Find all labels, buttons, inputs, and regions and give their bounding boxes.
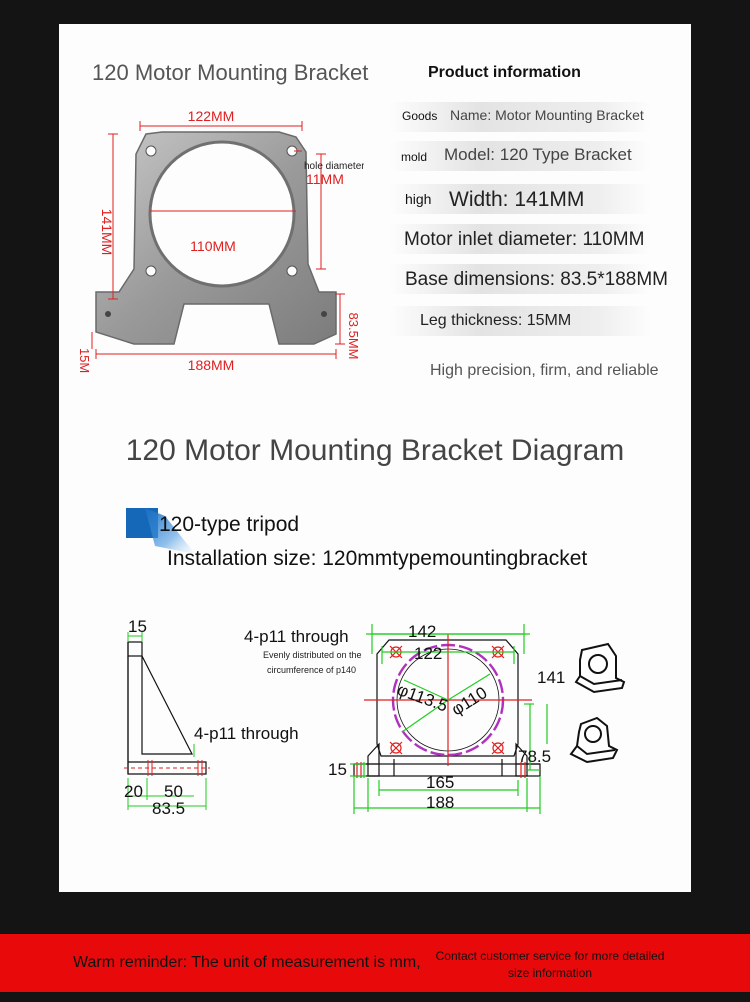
footer-reminder: Warm reminder: The unit of measurement i… [73, 954, 421, 971]
info-row-leg [389, 306, 651, 336]
info-row-mold [389, 141, 651, 171]
front-dim-15: 15 [328, 760, 347, 779]
side-view-drawing: 15 20 50 83.5 [124, 617, 210, 814]
tripod-heading: 120-type tripod [159, 513, 300, 536]
product-card: 120 Motor Mounting Bracket [59, 24, 691, 892]
slogan: High precision, firm, and reliable [430, 362, 659, 379]
front-note-2: circumference of p140 [267, 665, 357, 675]
base-value: Base dimensions: 83.5*188MM [405, 269, 668, 290]
dim-leg: 15MM [77, 348, 92, 374]
side-through-label: 4-p11 through [194, 724, 299, 743]
diagram-title: 120 Motor Mounting Bracket Diagram [125, 434, 625, 467]
info-row-inlet [389, 224, 651, 254]
front-dim-785: 78.5 [518, 747, 551, 766]
front-dim-122: 122 [414, 644, 442, 663]
front-view-drawing: 142 122 φ113.5 φ110 78.5 15 165 188 [328, 622, 551, 814]
bracket-photo: 122MM hole diameter 11MM 141MM 110MM 83.… [77, 108, 364, 374]
leg-value: Leg thickness: 15MM [420, 312, 572, 329]
bracket-3d-bottom [569, 716, 619, 764]
footer-contact: Contact customer service for more detail… [435, 949, 665, 980]
goods-label: Goods [402, 109, 438, 123]
hole-value: 11MM [306, 171, 344, 187]
dim-left: 141MM [99, 209, 115, 256]
front-phi113: φ113.5 [395, 680, 451, 716]
front-dim-142: 142 [408, 622, 436, 641]
mold-value: Model: 120 Type Bracket [444, 145, 632, 164]
install-size: Installation size: 120mmtypemountingbrac… [167, 547, 588, 570]
bracket-3d-top [574, 642, 626, 694]
page-title: 120 Motor Mounting Bracket [92, 60, 369, 85]
front-dim-141: 141 [537, 668, 566, 687]
front-phi110: φ110 [448, 683, 490, 719]
dim-inner: 110MM [190, 238, 236, 254]
footer-bar: Warm reminder: The unit of measurement i… [0, 934, 750, 992]
info-row-base [389, 264, 651, 294]
side-dim-b2: 50 [164, 782, 183, 801]
goods-value: Name: Motor Mounting Bracket [450, 107, 644, 123]
dim-top: 122MM [188, 108, 235, 124]
front-dim-165: 165 [426, 773, 454, 792]
dim-bottom: 188MM [188, 357, 235, 373]
hole-label: hole diameter [304, 161, 364, 172]
dim-right: 83.5MM [346, 313, 361, 360]
front-dim-188: 188 [426, 793, 454, 812]
info-row-high [389, 184, 651, 214]
high-value: Width: 141MM [449, 188, 585, 211]
high-label: high [405, 191, 432, 207]
product-info-heading: Product information [428, 64, 581, 81]
info-row-goods [389, 102, 651, 132]
front-through-label: 4-p11 through [244, 627, 349, 646]
front-note-1: Evenly distributed on the [263, 650, 362, 660]
side-dim-b1: 20 [124, 782, 143, 801]
tripod-accent [126, 508, 195, 554]
inlet-value: Motor inlet diameter: 110MM [404, 229, 645, 250]
mold-label: mold [401, 150, 428, 164]
side-dim-top: 15 [128, 617, 147, 636]
side-dim-b3: 83.5 [152, 799, 185, 814]
